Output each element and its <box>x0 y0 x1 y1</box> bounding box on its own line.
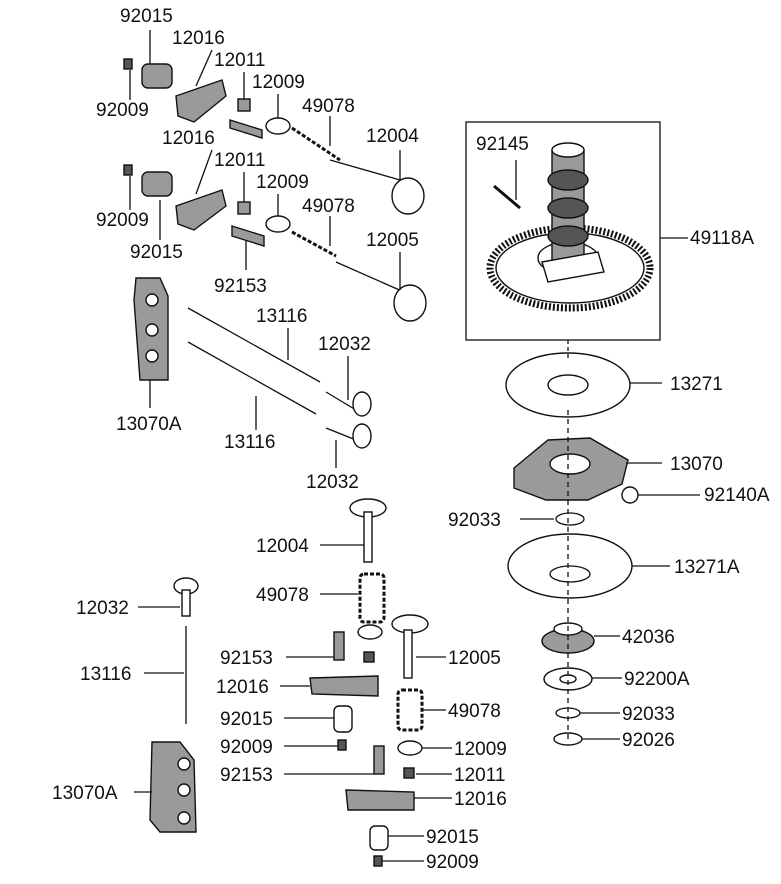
stud-92153-b <box>373 745 385 775</box>
tappets-12032 <box>325 391 372 449</box>
rocker-12016-b <box>345 789 415 811</box>
part-label: 12016 <box>454 789 507 810</box>
part-label: 12011 <box>454 765 505 786</box>
part-label: 12005 <box>366 230 419 251</box>
camshaft <box>541 142 605 283</box>
rocker-12016-a <box>309 675 379 697</box>
part-label: 13116 <box>80 664 131 685</box>
part-label: 92015 <box>220 709 273 730</box>
retainer-12009-a <box>357 624 383 663</box>
part-label: 13070A <box>116 414 182 435</box>
spring-49078-a <box>358 572 386 624</box>
part-label: 92009 <box>96 100 149 121</box>
part-label: 12032 <box>76 598 129 619</box>
washer-92200a <box>543 667 622 691</box>
part-label: 92033 <box>448 510 501 531</box>
stud-92153-a <box>333 631 345 661</box>
part-label: 13070 <box>670 454 723 475</box>
part-label: 12004 <box>366 126 419 147</box>
disc-13271a <box>507 533 670 599</box>
retainer-12009-b <box>397 740 423 779</box>
clip-92033-upper <box>520 512 585 526</box>
pivot-92015-b <box>369 825 389 867</box>
ball-92140a <box>621 486 700 504</box>
part-label: 49078 <box>256 585 309 606</box>
pivot-92015-a <box>333 705 353 751</box>
part-label: 92009 <box>220 737 273 758</box>
part-label: 13116 <box>224 432 275 453</box>
part-label: 12016 <box>172 28 225 49</box>
part-label: 92140A <box>704 485 770 506</box>
part-label: 12032 <box>306 472 359 493</box>
part-label: 12011 <box>214 150 265 171</box>
part-label: 12009 <box>252 72 305 93</box>
valve-12004-lower <box>349 498 387 563</box>
valve-12005-lower <box>391 614 429 679</box>
part-label: 49078 <box>302 196 355 217</box>
part-label: 92009 <box>426 852 479 873</box>
part-label: 12009 <box>256 172 309 193</box>
part-label: 12032 <box>318 334 371 355</box>
clip-92033-lower <box>555 707 620 719</box>
plate-13271 <box>505 340 662 418</box>
valve-set-lower <box>123 164 427 322</box>
governor-weight-13070 <box>513 437 662 501</box>
leader-lines <box>129 30 452 862</box>
spring-49078-b <box>396 688 424 732</box>
part-label: 12011 <box>214 50 265 71</box>
camshaft-assembly-box <box>465 121 688 341</box>
part-label: 92153 <box>220 648 273 669</box>
tappet-pushrod-left <box>173 577 199 724</box>
washer-92026 <box>553 732 620 746</box>
pushrods <box>187 307 321 415</box>
part-label: 92200A <box>624 669 690 690</box>
part-label: 12016 <box>162 128 215 149</box>
plate-13070a-upper <box>133 277 169 381</box>
part-label: 49118A <box>690 228 754 249</box>
part-label: 92153 <box>214 276 267 297</box>
holder-42036 <box>541 622 620 654</box>
part-label: 92015 <box>120 6 173 27</box>
part-label: 92145 <box>476 134 529 155</box>
part-label: 49078 <box>448 701 501 722</box>
part-label: 13271A <box>674 557 740 578</box>
plate-13070a-lower <box>149 741 197 833</box>
part-label: 42036 <box>622 627 675 648</box>
part-label: 92153 <box>220 765 273 786</box>
part-label: 12016 <box>216 677 269 698</box>
part-label: 49078 <box>302 96 355 117</box>
part-label: 12004 <box>256 536 309 557</box>
part-label: 92015 <box>426 827 479 848</box>
valve-set-upper <box>123 58 425 215</box>
part-label: 13070A <box>52 783 118 804</box>
part-label: 92033 <box>622 704 675 725</box>
part-label: 92015 <box>130 242 183 263</box>
part-label: 12005 <box>448 648 501 669</box>
part-label: 12009 <box>454 739 507 760</box>
part-label: 92009 <box>96 210 149 231</box>
part-label: 13271 <box>670 374 723 395</box>
part-label: 13116 <box>256 306 307 327</box>
pin-92145 <box>493 160 521 210</box>
part-labels: 92015 12016 12011 12009 92009 49078 1200… <box>52 6 770 873</box>
part-label: 92026 <box>622 730 675 751</box>
